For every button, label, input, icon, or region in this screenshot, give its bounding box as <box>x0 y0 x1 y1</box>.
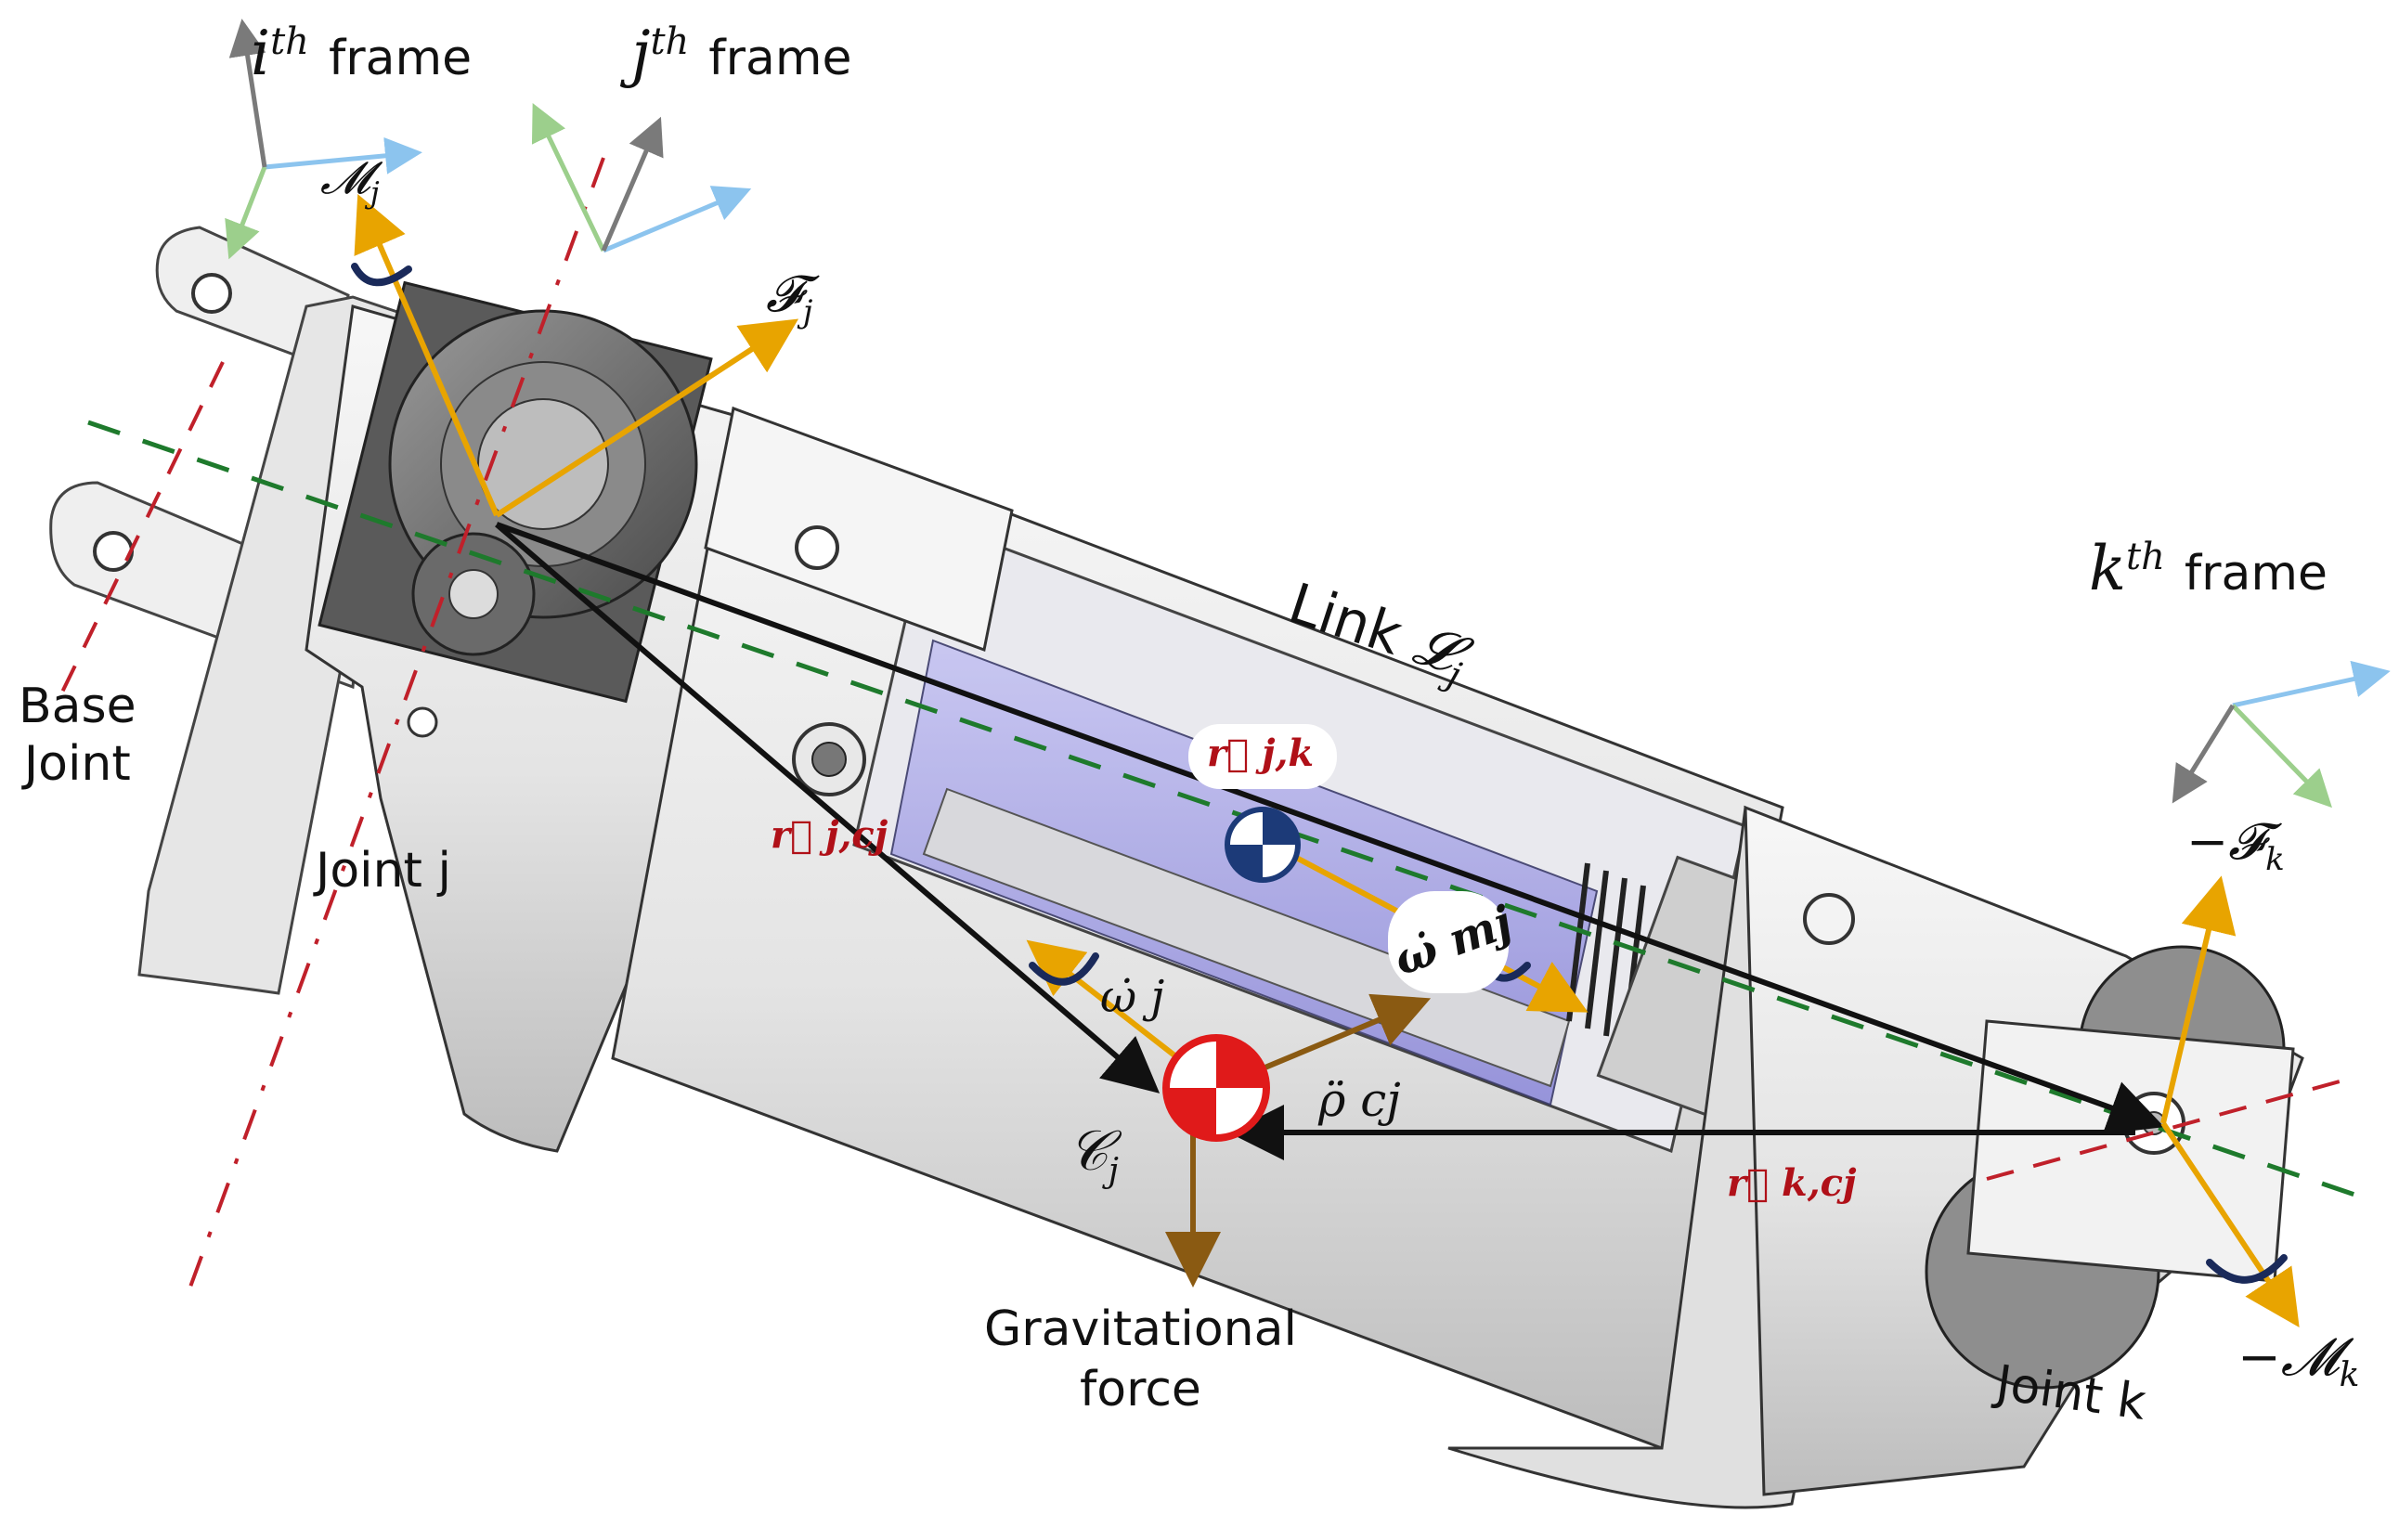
rotation-arrow-icon <box>351 263 2288 1284</box>
center-lines <box>54 157 2364 1301</box>
com-marker-icon <box>1162 1034 1270 1142</box>
force-j-label: 𝓕j <box>766 265 813 330</box>
link-body <box>49 226 2304 1509</box>
c-j-label: 𝒞j <box>1068 1119 1119 1190</box>
neg-moment-k-label: −𝓜k <box>2237 1327 2360 1395</box>
r-jk-arrow <box>495 522 2165 1134</box>
upper-block <box>704 406 1014 653</box>
neg-moment-k-arrow <box>2160 1121 2300 1327</box>
label-bg-rjk <box>1188 724 1337 789</box>
frame-i-label: ith frame <box>251 18 473 89</box>
joint-j-label: Joint j <box>316 843 451 899</box>
omega-j-label: ω̇ j <box>1100 971 1165 1023</box>
label-bg-omega-mj <box>1388 891 1509 993</box>
rotation-arrow-omega-j-icon <box>1029 952 1099 986</box>
moment-j-label: 𝓜j <box>320 152 380 211</box>
coupling-spring <box>1566 862 1646 1044</box>
frame-j-label: jth frame <box>631 18 852 89</box>
base-joint-hole-lower <box>93 531 134 572</box>
base-joint-label: Base Joint <box>19 679 136 793</box>
base-joint-axis <box>54 361 225 706</box>
neg-force-k-label: −𝓕k <box>2186 812 2285 878</box>
frame-k-label: kth frame <box>2089 533 2328 604</box>
joint-k-axis <box>1986 1080 2341 1181</box>
frame-i-axes <box>225 19 422 260</box>
r-jcj-label: r⃗ j,cj <box>771 813 888 857</box>
frame-k-axes <box>2172 660 2391 809</box>
rotation-arrow-moment-j-icon <box>351 263 412 287</box>
motor-com-marker-icon <box>1225 807 1301 883</box>
frame-j-axes <box>531 102 752 253</box>
base-joint-hole-upper <box>191 273 232 314</box>
force-j-arrow <box>495 318 799 518</box>
moment-j-arrow <box>354 193 499 517</box>
neg-force-k-arrow <box>2160 875 2237 1124</box>
r-jk-label: r⃗ j,k <box>1207 731 1315 775</box>
joint-j-hole <box>407 706 438 738</box>
rho-cj-label: ρ̈ cj <box>1318 1073 1401 1127</box>
vectors <box>354 193 2300 1327</box>
gravity-label: Gravitational force <box>984 1301 1297 1417</box>
r-kcj-label: r⃗ k,cj <box>1727 1161 1857 1205</box>
rotation-arrow-moment-k-icon <box>2206 1254 2288 1284</box>
